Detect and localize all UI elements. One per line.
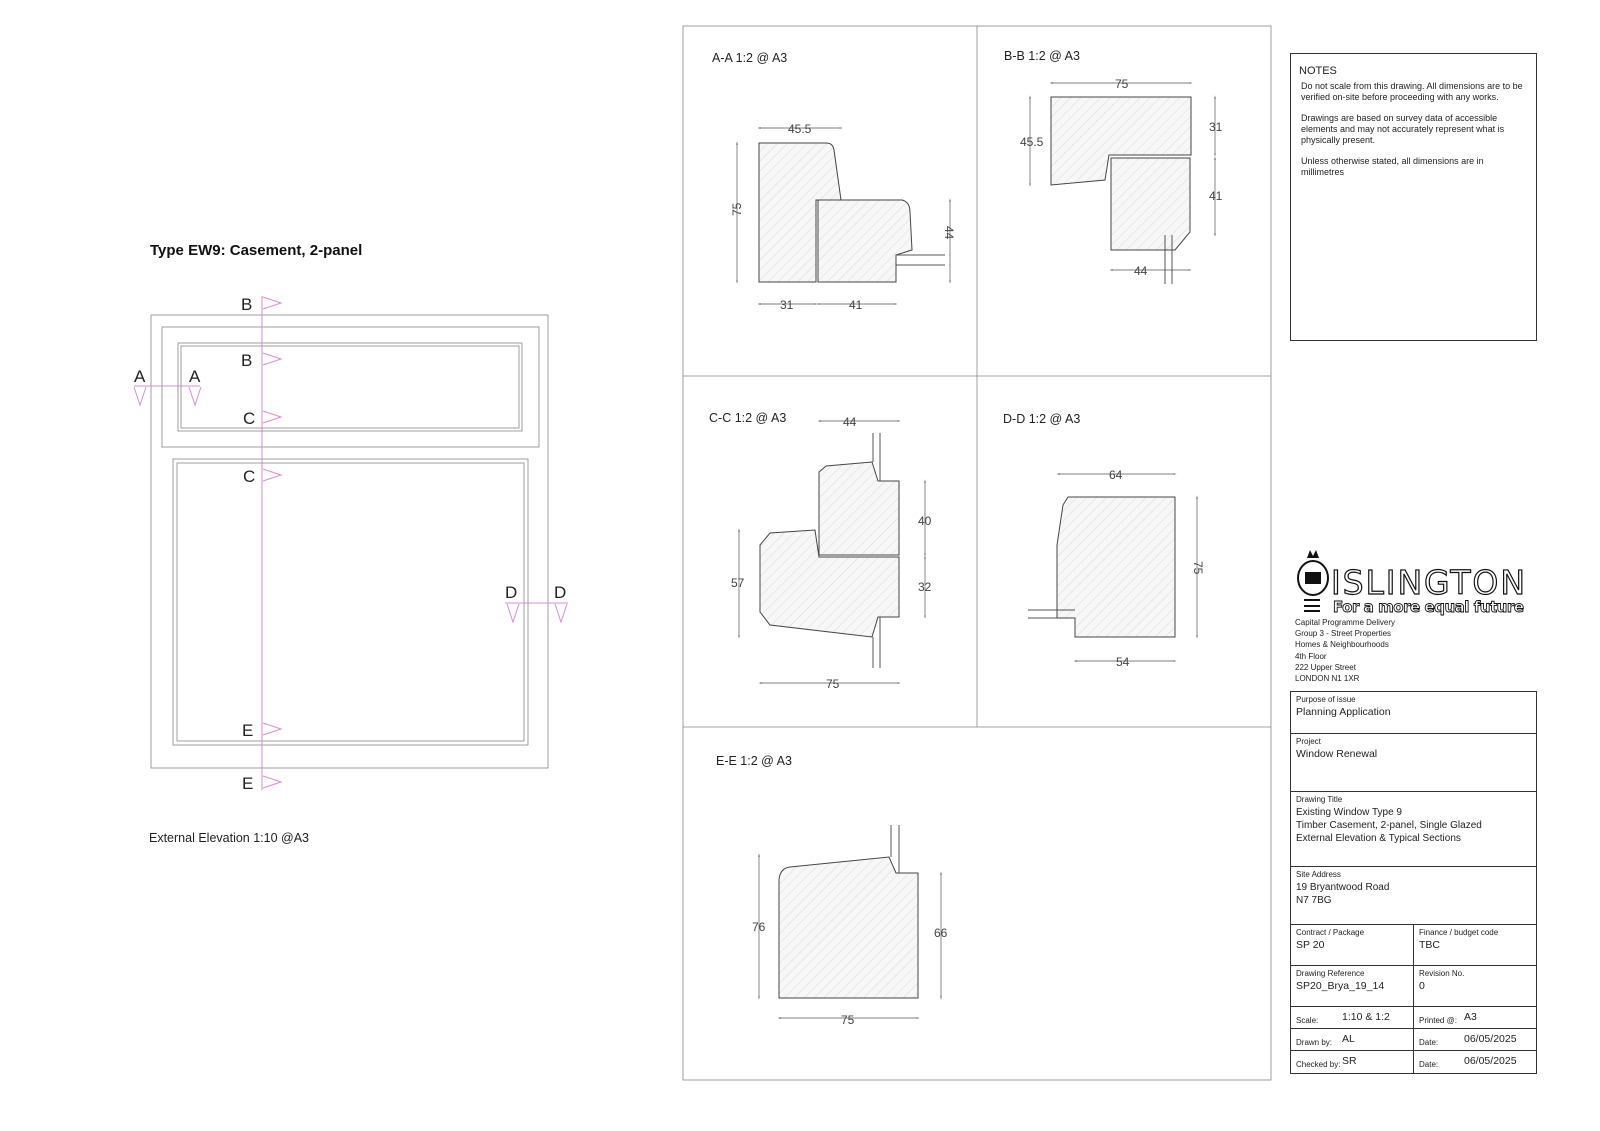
external-elevation: Type EW9: Casement, 2-panel B B A A C C … [133,242,568,845]
svg-text:75: 75 [826,677,840,691]
svg-text:D: D [505,583,517,602]
section-a-a: A-A 1:2 @ A3 45.5 75 44 31 41 [712,51,956,312]
svg-text:ISLINGTON: ISLINGTON [1331,563,1525,602]
svg-text:75: 75 [841,1013,855,1027]
svg-text:B-B 1:2 @ A3: B-B 1:2 @ A3 [1004,49,1080,63]
section-c-c: C-C 1:2 @ A3 44 40 32 57 75 [709,411,932,691]
note-item: Do not scale from this drawing. All dime… [1301,81,1523,102]
note-item: Unless otherwise stated, all dimensions … [1301,156,1484,177]
svg-text:A: A [189,367,201,386]
section-d-d: D-D 1:2 @ A3 64 75 54 [1003,412,1205,669]
svg-text:41: 41 [849,298,863,312]
svg-text:E: E [242,774,253,793]
svg-text:D: D [554,583,566,602]
svg-text:31: 31 [1209,120,1223,134]
svg-text:C-C 1:2 @ A3: C-C 1:2 @ A3 [709,411,786,425]
svg-text:54: 54 [1116,655,1130,669]
section-e-e: E-E 1:2 @ A3 76 66 75 [716,754,948,1027]
svg-text:A-A 1:2 @ A3: A-A 1:2 @ A3 [712,51,787,65]
elevation-caption: External Elevation 1:10 @A3 [149,831,309,845]
svg-text:A: A [134,367,146,386]
svg-text:C: C [243,409,255,428]
svg-text:57: 57 [731,576,745,590]
elevation-title: Type EW9: Casement, 2-panel [150,242,362,259]
svg-text:B: B [241,351,252,370]
svg-text:E-E 1:2 @ A3: E-E 1:2 @ A3 [716,754,792,768]
svg-text:75: 75 [1115,77,1129,91]
scale-row: Scale:1:10 & 1:2 Printed @:A3 [1291,1007,1536,1029]
crest-icon [1297,550,1329,612]
section-b-b: B-B 1:2 @ A3 75 31 41 45.5 44 [1004,49,1223,284]
svg-text:75: 75 [730,202,744,216]
svg-text:E: E [242,721,253,740]
svg-text:45.5: 45.5 [1020,135,1044,149]
svg-text:76: 76 [752,920,766,934]
islington-logo: ISLINGTON For a more equal future [1297,550,1526,616]
checked-row: Checked by:SR Date:06/05/2025 [1291,1051,1536,1074]
svg-text:31: 31 [780,298,794,312]
svg-text:45.5: 45.5 [788,122,812,136]
svg-text:B: B [241,295,252,314]
sections-frame [682,25,1272,1081]
svg-text:For a more equal future: For a more equal future [1333,598,1524,616]
svg-text:32: 32 [918,580,932,594]
svg-text:40: 40 [918,514,932,528]
svg-text:44: 44 [942,226,956,240]
svg-text:D-D 1:2 @ A3: D-D 1:2 @ A3 [1003,412,1080,426]
svg-text:41: 41 [1209,189,1223,203]
notes-panel: NOTES Do not scale from this drawing. Al… [1290,53,1537,341]
svg-text:44: 44 [843,415,857,429]
note-item: Drawings are based on survey data of acc… [1301,113,1505,145]
notes-heading: NOTES [1299,65,1337,77]
svg-text:64: 64 [1109,468,1123,482]
svg-text:C: C [243,467,255,486]
drawn-row: Drawn by:AL Date:06/05/2025 [1291,1029,1536,1051]
svg-text:75: 75 [1191,561,1205,575]
svg-text:66: 66 [934,926,948,940]
section-markers: B B A A C C D D E E [133,295,568,793]
svg-text:44: 44 [1134,264,1148,278]
